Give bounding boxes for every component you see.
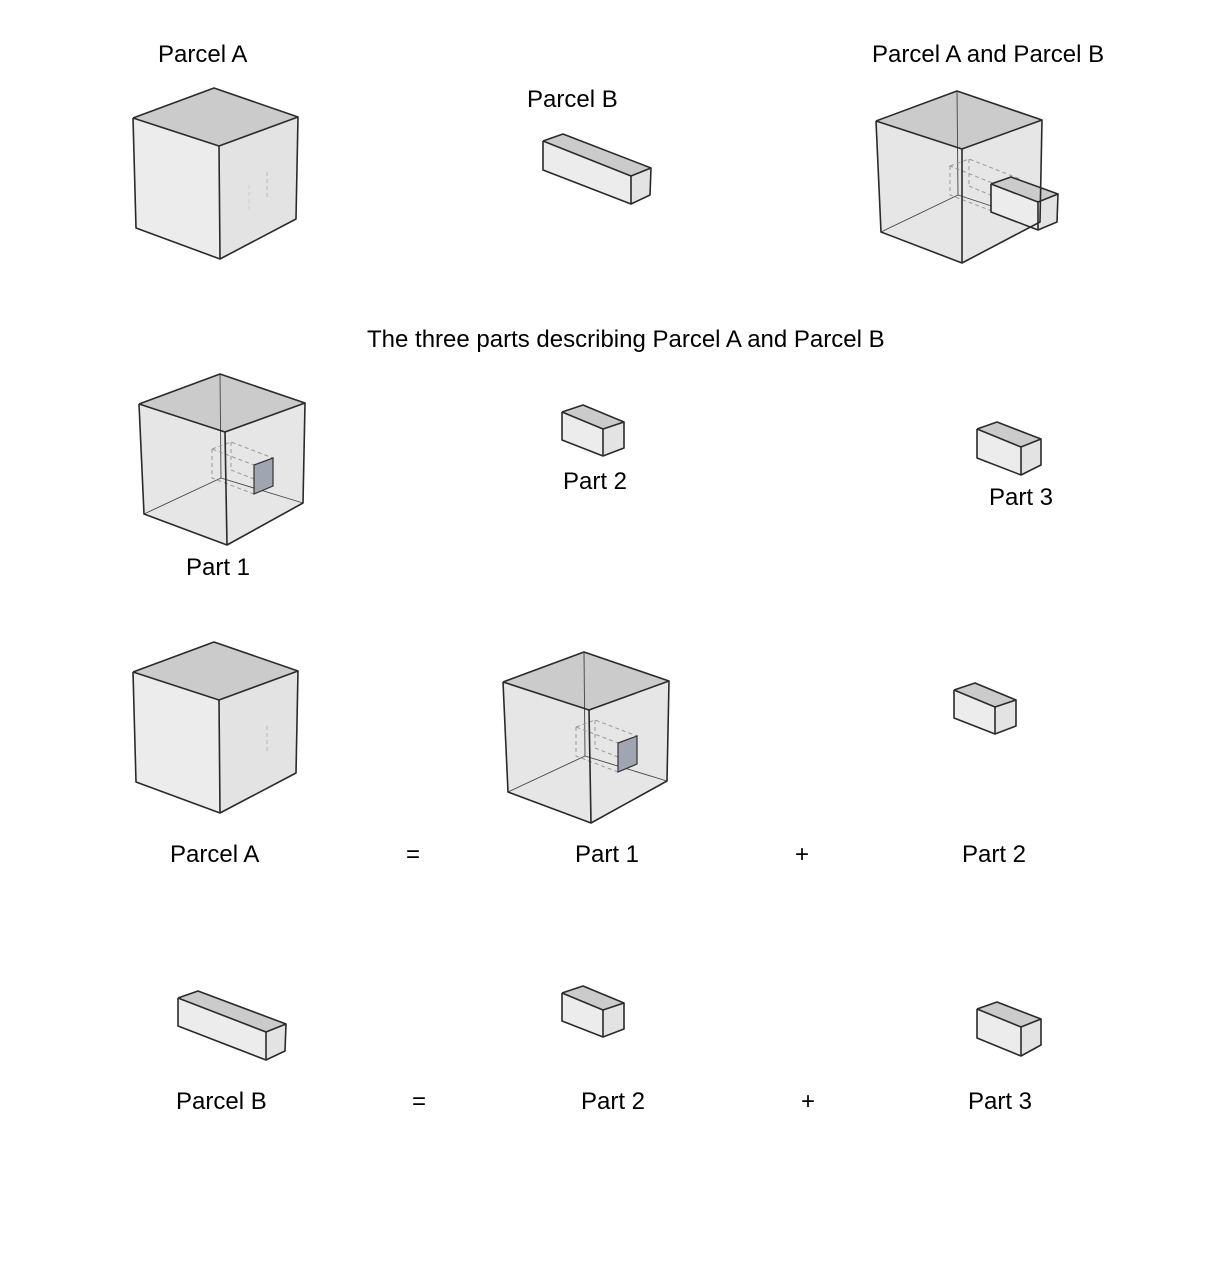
eq-b-equals: = xyxy=(412,1088,427,1115)
eq-a-term2: Part 2 xyxy=(962,841,1027,868)
eq-b-plus: + xyxy=(801,1088,816,1115)
part-3-label: Part 3 xyxy=(989,484,1054,511)
part-1-label: Part 1 xyxy=(186,554,251,581)
section-title: The three parts describing Parcel A and … xyxy=(367,326,885,353)
parcel-ab-label: Parcel A and Parcel B xyxy=(872,41,1105,68)
parcel-a-label: Parcel A xyxy=(158,41,248,68)
eq-b-term1: Part 2 xyxy=(581,1088,646,1115)
eq-a-lhs: Parcel A xyxy=(170,841,260,868)
eq-a-term1: Part 1 xyxy=(575,841,640,868)
part-2-label: Part 2 xyxy=(563,468,628,495)
eq-b-lhs: Parcel B xyxy=(176,1088,267,1115)
eq-a-equals: = xyxy=(406,841,421,868)
parcel-b-label: Parcel B xyxy=(527,86,618,113)
eq-a-plus: + xyxy=(795,841,810,868)
eq-b-term2: Part 3 xyxy=(968,1088,1033,1115)
